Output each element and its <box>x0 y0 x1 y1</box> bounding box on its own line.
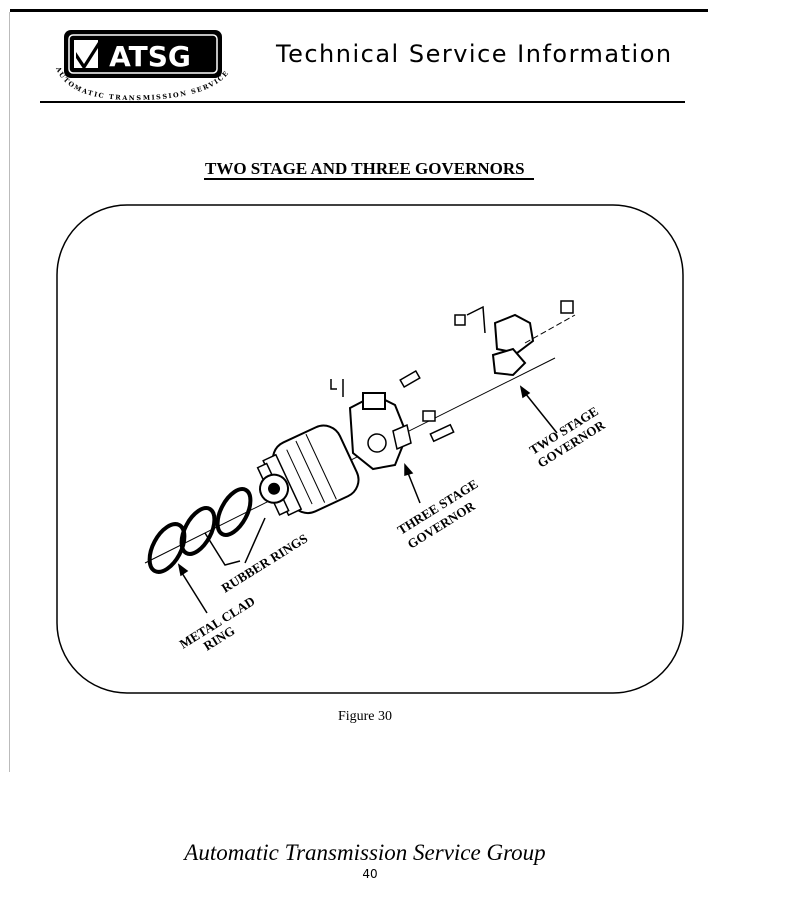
page-header-title: Technical Service Information <box>276 40 673 68</box>
header-rule <box>40 101 685 103</box>
label-arrows <box>177 385 558 614</box>
footer-org: Automatic Transmission Service Group <box>184 840 546 865</box>
rubber-ring <box>179 506 217 556</box>
three-stage-governor <box>330 370 455 471</box>
atsg-logo: ATSG AUTOMATIC TRANSMISSION SERVICE GROU… <box>38 28 232 102</box>
governor-hub <box>256 424 360 517</box>
figure-caption: Figure 30 <box>337 709 393 724</box>
page-number: 40 <box>362 867 378 881</box>
rubber-ring <box>215 487 253 537</box>
logo-text: ATSG <box>109 40 191 73</box>
left-margin-rule <box>9 12 10 772</box>
metal-clad-ring <box>147 522 187 574</box>
two-stage-governor <box>454 300 576 377</box>
figure-frame <box>56 204 684 694</box>
section-title: TWO STAGE AND THREE GOVERNORS <box>205 159 525 178</box>
top-rule <box>10 9 708 12</box>
checkmark-icon <box>74 40 98 70</box>
governor-exploded-diagram: TWO STAGE GOVERNOR THREE STAGE GOVERNOR … <box>56 204 684 694</box>
section-title-underline <box>204 178 534 180</box>
